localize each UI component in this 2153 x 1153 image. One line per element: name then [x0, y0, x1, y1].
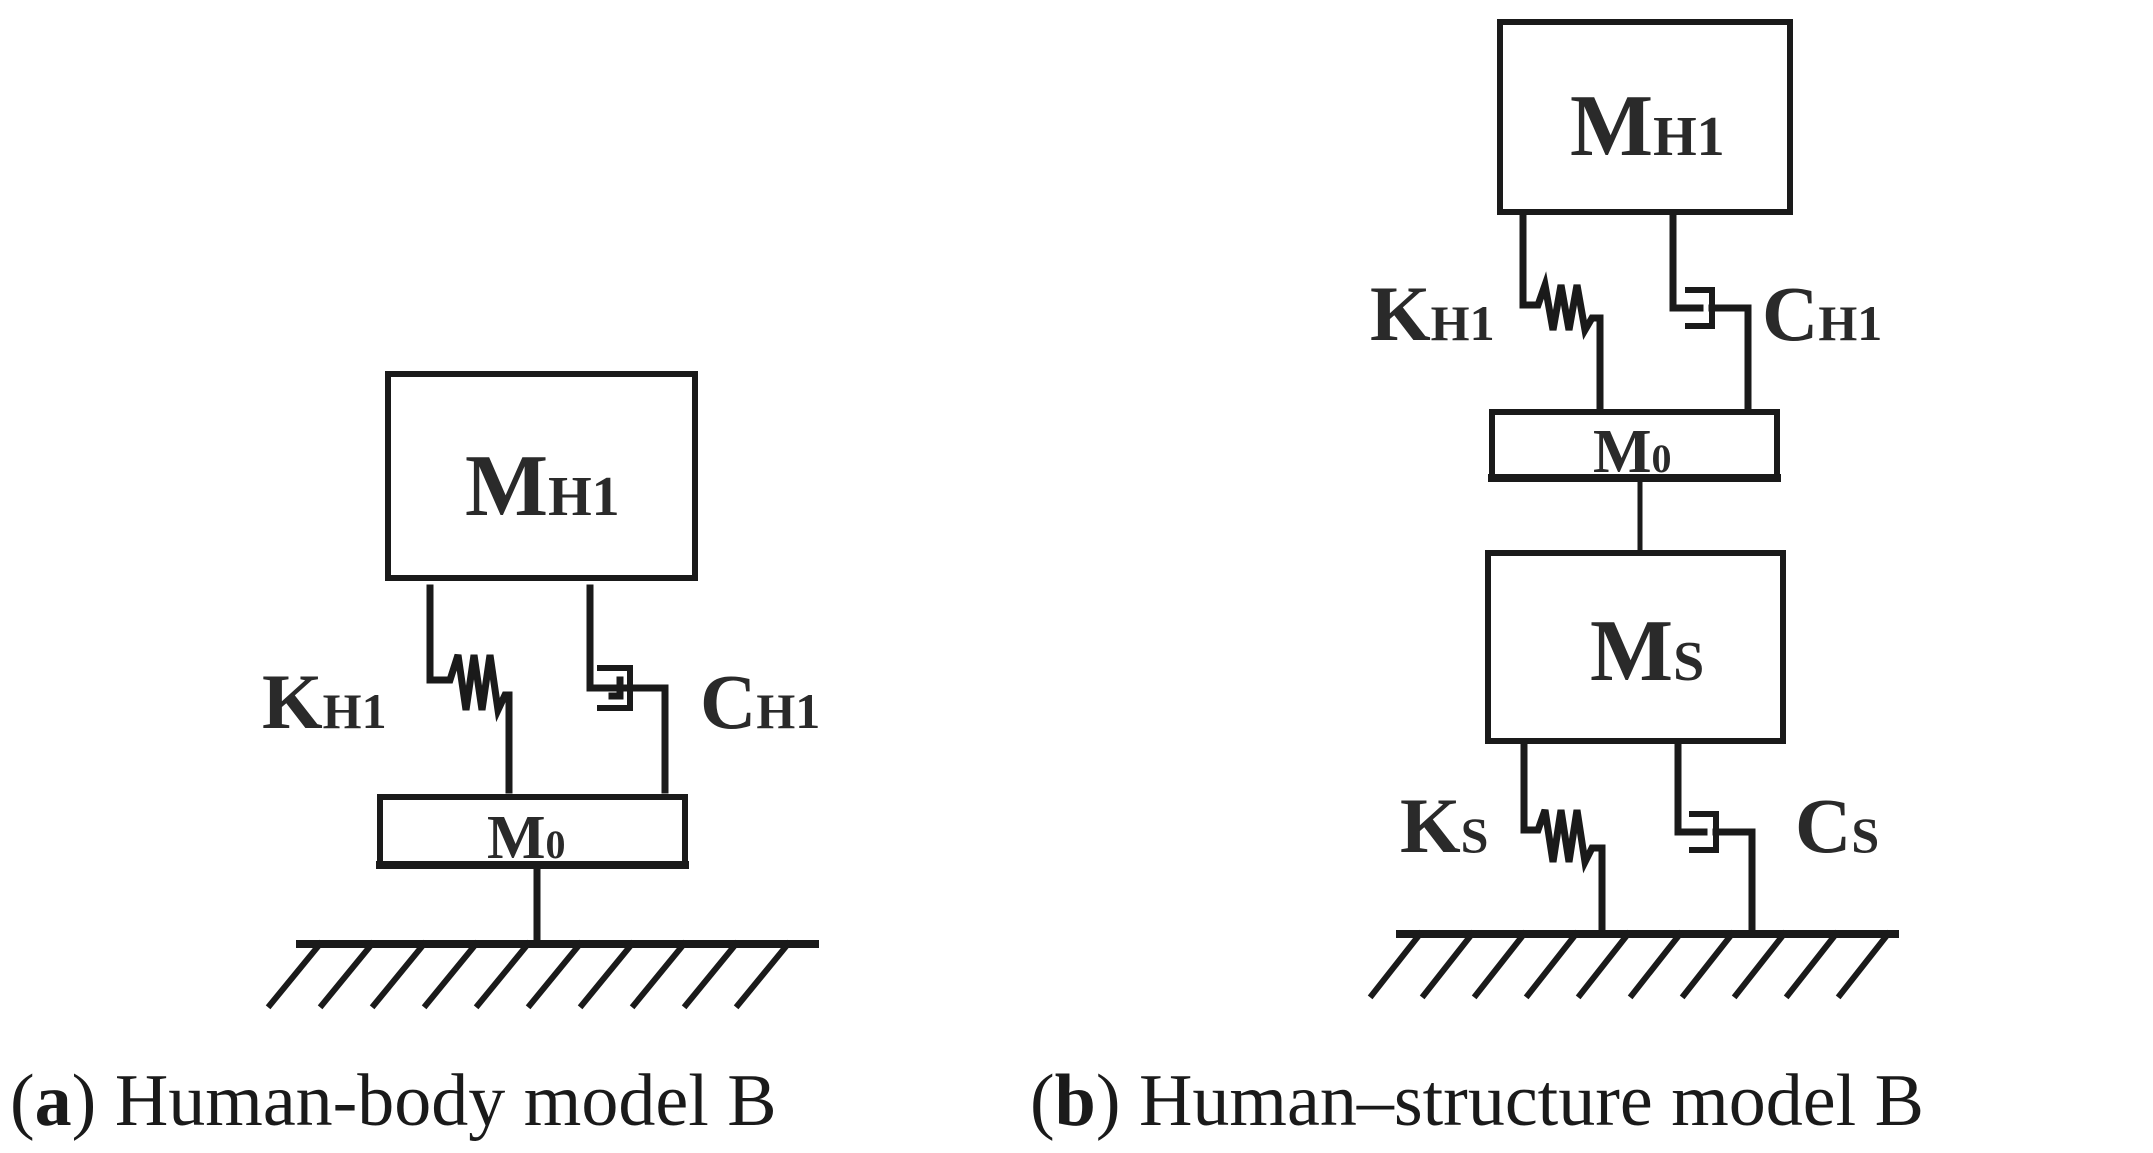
mass-box-ms	[1485, 550, 1786, 744]
damper-label-ch1-a: CH1	[700, 658, 820, 745]
spring-kh1-a	[426, 584, 513, 794]
spring-ks	[1520, 741, 1606, 934]
mass-label-mh1-b: MH1	[1570, 78, 1725, 175]
mass-box-mh1-b	[1497, 19, 1793, 215]
damper-label-ch1-b: CH1	[1762, 270, 1882, 357]
damper-rod-ch1-b	[1708, 304, 1752, 412]
mass-box-mh1-a	[385, 371, 698, 581]
mass-label-m0-a: M0	[487, 804, 566, 872]
panel-b: MH1 KH1 CH1 M0 MS KS	[1367, 19, 1899, 1000]
mass-label-mh1-a: MH1	[465, 438, 620, 535]
ground-hatch-a	[265, 939, 793, 1010]
spring-kh1-b	[1519, 214, 1604, 412]
damper-rod-cs	[1712, 828, 1756, 934]
panel-a: MH1 KH1 CH1 M0	[262, 371, 820, 1010]
caption-a: (a) Human-body model B	[10, 1060, 777, 1142]
damper-cs	[1674, 741, 1708, 836]
mass-label-m0-b: M0	[1593, 418, 1672, 486]
damper-rod-a	[608, 676, 669, 794]
spring-label-ks: KS	[1400, 782, 1488, 869]
caption-b: (b) Human–structure model B	[1030, 1060, 1924, 1142]
spring-label-kh1-b: KH1	[1370, 270, 1495, 357]
ground-hatch-b	[1367, 929, 1893, 1000]
damper-ch1-a	[586, 584, 632, 692]
damper-label-cs: CS	[1795, 782, 1879, 869]
mass-box-m0-a	[377, 794, 688, 868]
damper-ch1-b	[1669, 214, 1704, 312]
spring-label-kh1-a: KH1	[262, 658, 387, 745]
mass-label-ms: MS	[1590, 603, 1704, 700]
